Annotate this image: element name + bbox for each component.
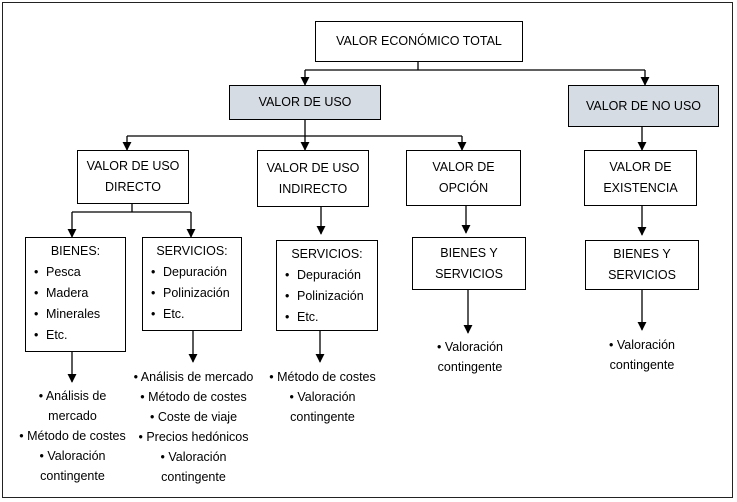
node-valor-de-existencia: VALOR DE EXISTENCIA <box>584 150 697 206</box>
method-line: • Valoración <box>609 338 675 352</box>
list-item: Polinización <box>283 286 377 307</box>
list-item: Depuración <box>149 262 241 283</box>
node-valor-de-no-uso: VALOR DE NO USO <box>568 85 719 127</box>
node-label-line: SERVICIOS <box>608 268 676 282</box>
node-label-line: VALOR DE <box>609 160 672 174</box>
method-line: • Valoración <box>289 390 356 404</box>
list-item: Etc. <box>283 307 377 328</box>
list-item: Polinización <box>149 283 241 304</box>
method-line: • Análisis de <box>38 389 107 403</box>
method-line: contingente <box>437 360 503 374</box>
list-item: Etc. <box>32 325 125 346</box>
method-line: contingente <box>161 470 226 484</box>
node-heading: BIENES: <box>50 244 101 258</box>
node-label-line: BIENES Y <box>440 245 498 260</box>
node-label-line: OPCIÓN <box>438 181 489 195</box>
bullet-list: Depuración Polinización Etc. <box>149 262 241 325</box>
methods-servicios-indirecto: • Método de costes • Valoración continge… <box>265 367 380 427</box>
node-label-line: VALOR DE USO <box>266 160 360 175</box>
bullet-list: Pesca Madera Minerales Etc. <box>32 262 125 346</box>
node-label-line: VALOR DE USO <box>86 159 180 173</box>
list-item: Pesca <box>32 262 125 283</box>
list-item: Depuración <box>283 265 377 286</box>
method-line: • Valoración <box>437 340 503 354</box>
node-heading: SERVICIOS: <box>291 247 363 261</box>
node-label-line: DIRECTO <box>104 180 162 194</box>
list-item: Minerales <box>32 304 125 325</box>
method-line: • Método de costes <box>140 390 247 404</box>
node-label-line: VALOR DE <box>432 160 495 174</box>
method-line: • Método de costes <box>19 429 126 443</box>
node-label-line: VALOR DE NO USO <box>585 98 702 113</box>
node-valor-de-opcion: VALOR DE OPCIÓN <box>406 150 521 206</box>
node-label-line: SERVICIOS <box>435 266 503 281</box>
method-line: • Valoración <box>160 450 227 464</box>
node-bienes-y-servicios-opcion: BIENES Y SERVICIOS <box>412 237 526 290</box>
bullet-list: Depuración Polinización Etc. <box>283 265 377 328</box>
node-label-line: EXISTENCIA <box>603 181 678 195</box>
method-line: contingente <box>40 469 105 483</box>
node-label-line: INDIRECTO <box>278 181 348 196</box>
node-label-line: BIENES Y <box>613 247 671 261</box>
methods-bienes-directo: • Análisis de mercado • Método de costes… <box>10 386 135 486</box>
list-item: Etc. <box>149 304 241 325</box>
method-line: • Valoración <box>39 449 106 463</box>
node-servicios-directo: SERVICIOS: Depuración Polinización Etc. <box>142 237 242 331</box>
node-label-line: VALOR DE USO <box>258 95 352 109</box>
node-heading: SERVICIOS: <box>156 244 228 258</box>
node-valor-economico-total: VALOR ECONÓMICO TOTAL <box>315 21 523 62</box>
node-valor-de-uso-directo: VALOR DE USO DIRECTO <box>77 150 189 204</box>
node-bienes-directo: BIENES: Pesca Madera Minerales Etc. <box>25 237 126 352</box>
method-line: contingente <box>290 410 355 424</box>
list-item: Madera <box>32 283 125 304</box>
method-line: mercado <box>48 409 97 423</box>
methods-existencia: • Valoración contingente <box>592 335 692 375</box>
method-line: • Método de costes <box>269 370 376 384</box>
method-line: • Análisis de mercado <box>133 370 254 384</box>
node-servicios-indirecto: SERVICIOS: Depuración Polinización Etc. <box>276 240 378 331</box>
node-bienes-y-servicios-existencia: BIENES Y SERVICIOS <box>585 240 699 290</box>
methods-servicios-directo: • Análisis de mercado • Método de costes… <box>126 367 261 487</box>
node-label-line: VALOR ECONÓMICO TOTAL <box>336 34 502 48</box>
methods-opcion: • Valoración contingente <box>420 337 520 377</box>
method-line: • Coste de viaje <box>149 410 238 424</box>
node-valor-de-uso: VALOR DE USO <box>229 85 381 120</box>
method-line: contingente <box>609 358 675 372</box>
node-valor-de-uso-indirecto: VALOR DE USO INDIRECTO <box>257 150 369 207</box>
method-line: • Precios hedónicos <box>138 430 249 444</box>
